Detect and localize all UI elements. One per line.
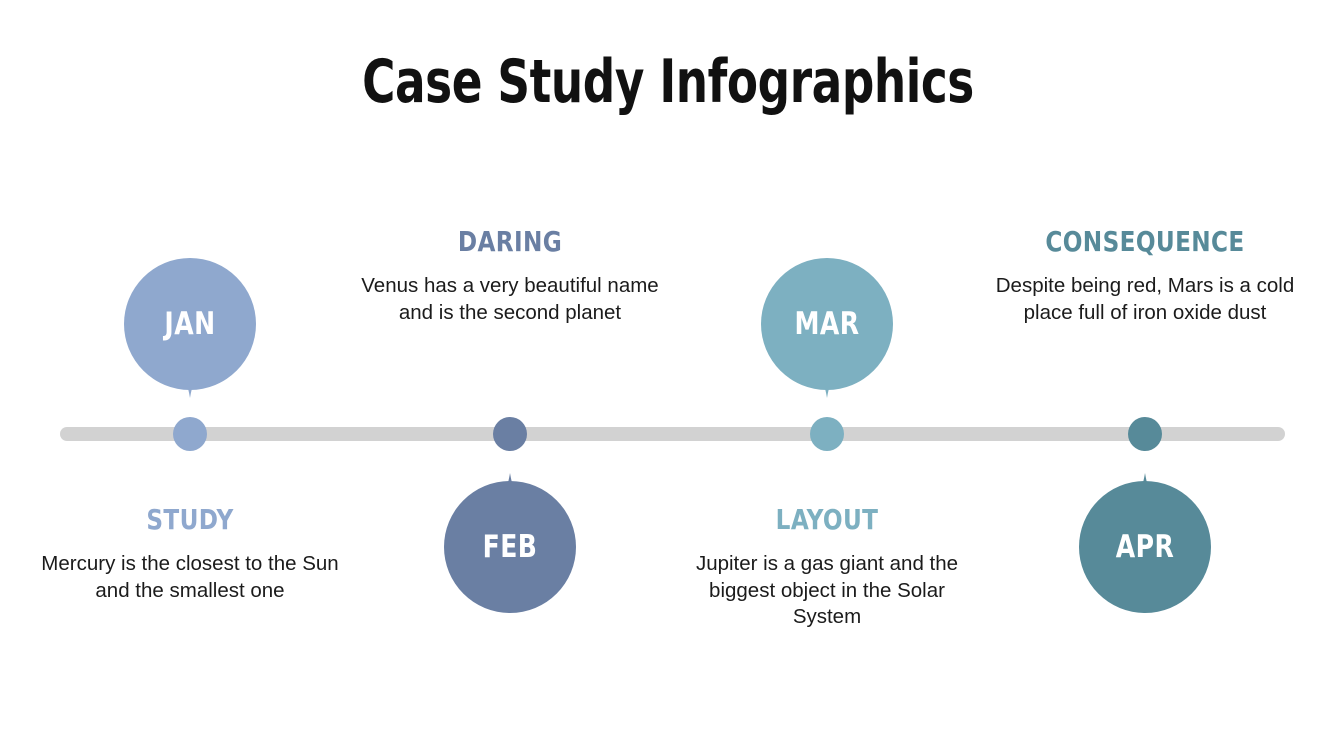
marker-pin-feb[interactable]: FEB bbox=[444, 473, 576, 613]
heading-layout: LAYOUT bbox=[775, 503, 879, 536]
marker-pin-circle-apr bbox=[1079, 481, 1211, 613]
marker-label-jan: JAN bbox=[164, 306, 216, 342]
axis-dot-apr[interactable] bbox=[1128, 417, 1162, 451]
timeline-item-mar: MAR LAYOUT Jupiter is a gas giant and th… bbox=[657, 0, 997, 752]
body-daring: Venus has a very beautiful name and is t… bbox=[361, 274, 659, 324]
marker-pin-circle-mar bbox=[761, 258, 893, 390]
timeline-item-apr: APR CONSEQUENCE Despite being red, Mars … bbox=[975, 0, 1315, 752]
marker-label-feb: FEB bbox=[482, 529, 538, 565]
marker-pin-circle-feb bbox=[444, 481, 576, 613]
text-block-consequence: CONSEQUENCE Despite being red, Mars is a… bbox=[995, 225, 1295, 326]
heading-study: STUDY bbox=[146, 503, 234, 536]
axis-dot-jan[interactable] bbox=[173, 417, 207, 451]
axis-dot-mar[interactable] bbox=[810, 417, 844, 451]
marker-pin-jan[interactable]: JAN bbox=[124, 258, 256, 398]
timeline-item-jan: JAN STUDY Mercury is the closest to the … bbox=[20, 0, 360, 752]
page-title: Case Study Infographics bbox=[362, 47, 974, 117]
marker-pin-apr[interactable]: APR bbox=[1079, 473, 1211, 613]
body-study: Mercury is the closest to the Sun and th… bbox=[41, 552, 339, 602]
marker-label-mar: MAR bbox=[794, 306, 860, 342]
text-block-daring: DARING Venus has a very beautiful name a… bbox=[360, 225, 660, 326]
timeline-item-feb: FEB DARING Venus has a very beautiful na… bbox=[340, 0, 680, 752]
body-consequence: Despite being red, Mars is a cold place … bbox=[995, 274, 1295, 324]
heading-daring: DARING bbox=[457, 225, 563, 258]
body-layout: Jupiter is a gas giant and the biggest o… bbox=[695, 552, 959, 628]
marker-label-apr: APR bbox=[1115, 529, 1175, 565]
marker-pin-circle-jan bbox=[124, 258, 256, 390]
marker-pin-mar[interactable]: MAR bbox=[761, 258, 893, 398]
axis-dot-feb[interactable] bbox=[493, 417, 527, 451]
heading-consequence: CONSEQUENCE bbox=[1045, 225, 1245, 258]
text-block-layout: LAYOUT Jupiter is a gas giant and the bi… bbox=[677, 503, 977, 631]
text-block-study: STUDY Mercury is the closest to the Sun … bbox=[40, 503, 340, 604]
timeline-axis bbox=[60, 427, 1285, 441]
